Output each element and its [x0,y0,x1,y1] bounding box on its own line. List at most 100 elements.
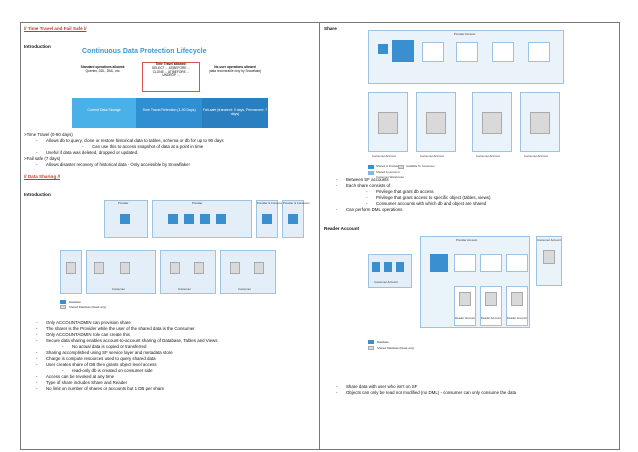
shared-db-icon [120,262,130,274]
share-line-6: Can perform DML operations [346,207,403,212]
sharing-line-1: Only ACCOUNTADMIN can provision share [46,320,131,325]
data-sharing-diagram: Provider Provider Provider & Consumer Pr… [60,200,310,309]
seg-fail-safe: Fail-safe (transient: 0 days, Permanent:… [202,98,268,128]
sharing-line-10: Access can be revoked at any time [46,374,115,379]
share-object-box [492,42,514,62]
db-icon [372,262,380,272]
tt-line-5: >Fail safe (7 days) [24,156,61,161]
provider-consumer-label-2: Provider & Consumer [283,201,310,205]
shared-db-icon [230,262,240,274]
legend-shared-db: Shared Database (Read-only) [69,305,107,309]
share-heading: Share [324,26,337,31]
time-travel-allowed-box: Time Travel allowed: SELECT ... AT|BEFOR… [142,62,200,92]
shared-db-icon [482,112,502,134]
db-icon [200,214,210,224]
database-icon [392,40,414,62]
reader-account-heading: Reader Account [324,226,360,231]
shared-db-icon [94,262,104,274]
legend-icon-2 [398,165,404,169]
column-divider [319,22,320,450]
tt-sql-3: UNDROP ... [162,73,180,78]
reader-provider-account-label: Provider Account [456,238,478,242]
database-icon [430,254,448,272]
sharing-line-11: Type of share includes Share and Reader [46,380,128,385]
db-icon [378,44,388,54]
db-icon [262,214,272,224]
share-legend-2: Available To Consumer [406,164,435,168]
sharing-line-3: Only ACCOUNTADMIN role can create this [46,332,130,337]
share-object-box [422,42,444,62]
share-line-4: Privilege that grant access to specific … [376,195,491,200]
sharing-line-2: The sharer is the Provider while the use… [46,326,195,331]
seg-current-storage: Current Data Storage [72,98,136,128]
reader-consumer-account-label-2: Consumer Account [537,238,561,242]
consumer-account-label-3: Consumer Account [476,154,500,158]
shared-db-icon [485,292,497,306]
tt-sql-2: CLONE ... AT|BEFORE ... [152,69,190,74]
sharing-line-5: No actual data is copied or transferred [72,344,147,349]
legend-database: Database [69,300,81,304]
reader-consumer-account-label: Consumer Account [374,280,398,284]
tt-line-4: Useful if data was deleted, dropped or u… [46,150,139,155]
section-title-data-sharing: // Data Sharing // [24,174,60,179]
shared-db-icon [170,262,180,274]
seg-time-travel: Time Travel Retention (1-90 Days) [136,98,202,128]
reader-account-label-2: Reader Account [481,316,501,320]
tt-sql-1: SELECT ... AT|BEFORE ... [152,65,190,70]
db-icon [396,262,404,272]
share-line-5: Consumer accounts with which db and obje… [376,201,487,206]
db-icon [120,214,130,224]
section-title-time-travel: // Time Travel and Fail Safe // [24,26,87,31]
share-line-1: Between SF accounts [346,177,389,182]
no-user-ops-label: No user operations allowed [214,65,256,69]
db-icon [184,214,194,224]
share-object-box [456,42,478,62]
legend-db-icon [60,300,66,304]
share-object-box [506,254,528,272]
legend-shared-icon [60,305,66,309]
shared-db-icon [511,292,523,306]
intro-heading-1: Introduction [24,44,51,49]
tt-line-1: >Time Travel (0-90 days) [24,132,73,137]
db-icon [168,214,178,224]
reader-legend-1: Database [377,340,389,344]
shared-db-icon [378,112,398,134]
share-object-box [528,42,550,62]
db-icon [288,214,298,224]
share-legend-3: Shared by Account [376,170,400,174]
shared-db-icon [530,112,550,134]
tt-line-3: Can use this to access snapshot of data … [92,144,204,149]
consumer-account-label-4: Consumer Account [524,154,548,158]
consumer-label-3: Consumer [178,287,191,291]
consumer-label-4: Consumer [238,287,251,291]
legend-shared-icon [368,346,374,350]
consumer-account-label-1: Consumer Account [372,154,396,158]
cdp-figure-title: Continuous Data Protection Lifecycle [82,48,207,55]
shared-db-icon [459,292,471,306]
sharing-line-9: read-only db is created on consumer side [72,368,153,373]
cdp-lifecycle-figure: Continuous Data Protection Lifecycle Sta… [72,46,268,128]
share-line-3: Privilege that grant db access [376,189,434,194]
std-ops-sub: Queries, DDL, DML, etc. [85,68,121,73]
legend-icon-1 [368,165,374,169]
db-icon [384,262,392,272]
reader-legend-2: Shared Database (Read-only) [377,346,415,350]
intro-heading-2: Introduction [24,192,51,197]
tt-line-6: Allows disaster recovery of historical d… [46,162,190,167]
consumer-label-2: Consumer [112,287,125,291]
legend-db-icon [368,340,374,344]
legend-icon-3 [368,171,374,175]
reader-account-label-1: Reader Account [455,316,475,320]
provider-account-label: Provider Account [454,32,476,36]
share-diagram: Provider Account Consumer Account Consum… [368,28,564,168]
consumer-box-4 [220,250,276,294]
reader-account-label-3: Reader Account [507,316,527,320]
share-object-box [454,254,476,272]
tt-allowed-label: Time Travel allowed: [155,62,187,66]
reader-account-diagram: Provider Account Consumer Account Reader… [368,236,564,354]
sharing-line-7: Charge is compute resources used to quer… [46,356,156,361]
document-page [20,22,620,450]
shared-db-icon [543,250,555,264]
no-user-ops-sub: (data recoverable only by Snowflake) [208,68,262,73]
std-ops-label: Standard operations allowed: [80,65,126,69]
